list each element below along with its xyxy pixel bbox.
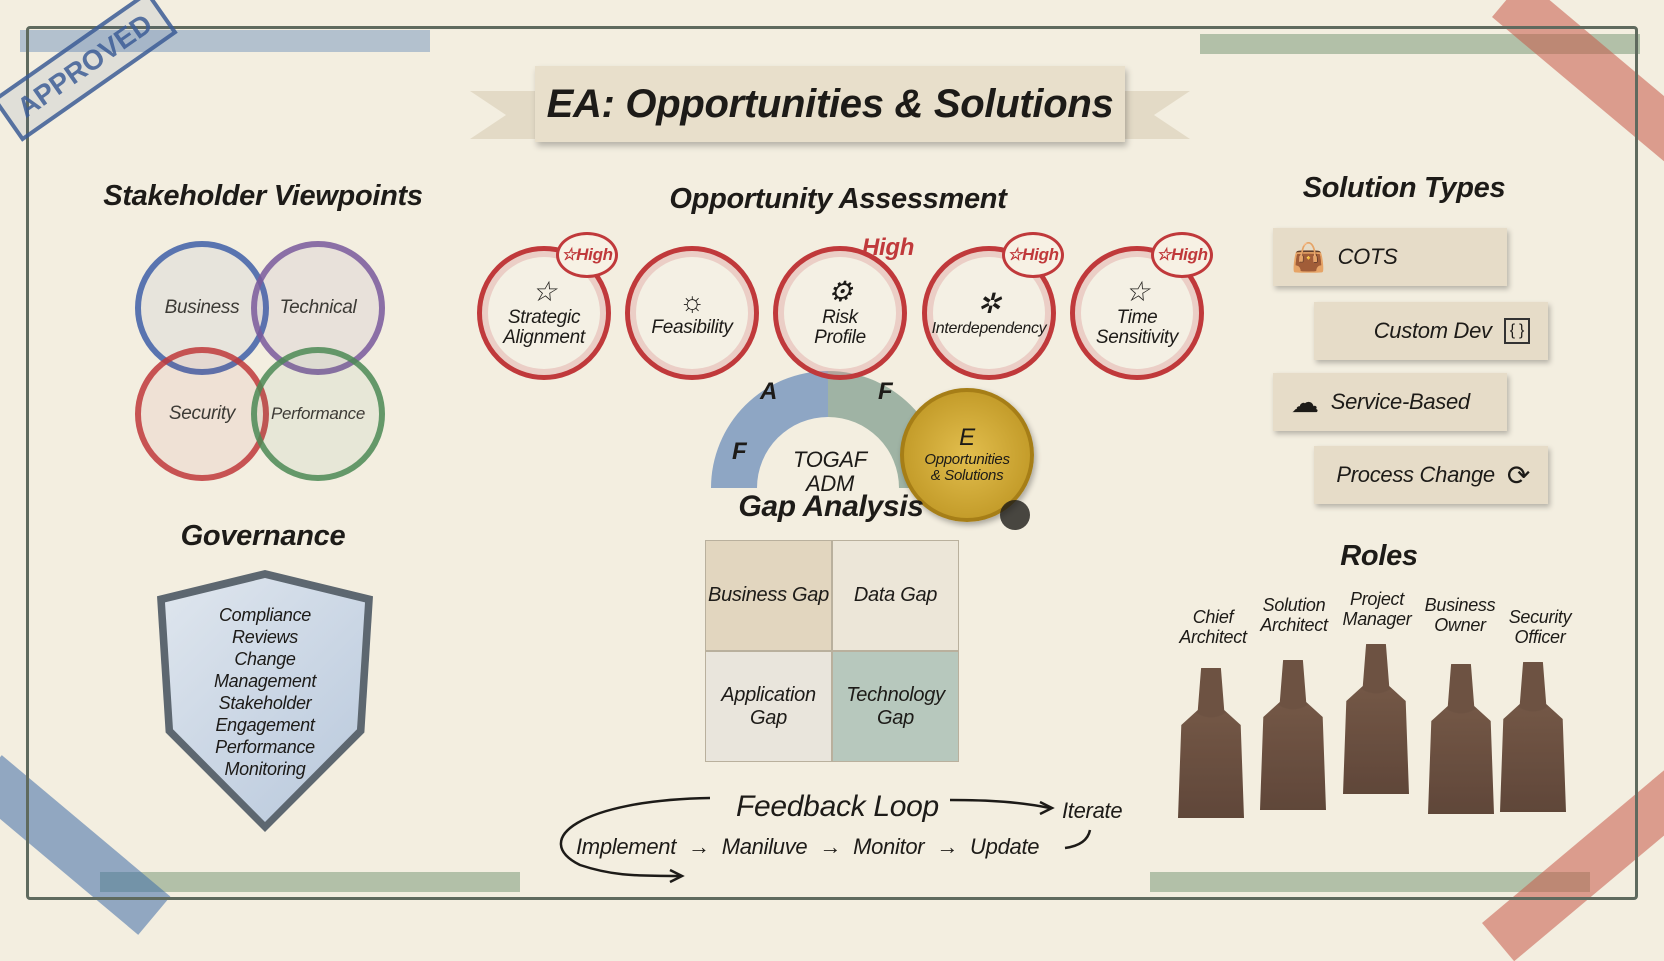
solution-label: Service-Based xyxy=(1330,389,1470,414)
opportunity-label: Time Sensitivity xyxy=(1095,306,1179,349)
governance-line: Engagement xyxy=(215,715,315,735)
adm-phase-f: F xyxy=(878,378,893,405)
role-label: Solution Architect xyxy=(1260,595,1328,635)
arrow-icon: → xyxy=(819,834,842,859)
star-icon: ☆ xyxy=(1124,275,1150,307)
opportunity-risk-profile: ⚙Risk Profile xyxy=(773,246,907,380)
priority-badge: ☆High xyxy=(1002,232,1064,278)
tape xyxy=(20,30,430,52)
feedback-step: Update xyxy=(970,834,1040,859)
star-icon: ☆ xyxy=(531,275,557,307)
governance-line: Change xyxy=(234,649,296,669)
solution-label: COTS xyxy=(1337,244,1398,269)
puzzle-technology-gap: Technology Gap xyxy=(832,651,959,762)
puzzle-business-gap: Business Gap xyxy=(705,540,832,651)
adm-phase-f2: F xyxy=(732,438,747,465)
ink-blot xyxy=(1000,500,1030,530)
opportunity-label: Strategic Alignment xyxy=(503,306,585,349)
tape xyxy=(1150,872,1590,892)
cycle-arrows-icon: ⟳ xyxy=(1506,459,1530,491)
puzzle-application-gap: Application Gap xyxy=(705,651,832,762)
governance-line: Performance xyxy=(215,737,315,757)
feedback-step: Implement xyxy=(576,834,677,859)
governance-line: Compliance xyxy=(218,605,312,625)
puzzle-data-gap: Data Gap xyxy=(832,540,959,651)
feedback-steps: Implement → Maniluve → Monitor → Update xyxy=(576,834,1040,860)
adm-phase-a: A xyxy=(760,378,778,405)
feedback-loop-title: Feedback Loop xyxy=(736,790,939,823)
solution-label: Process Change xyxy=(1336,462,1495,487)
feedback-step: Iterate xyxy=(1062,798,1123,823)
roles-title: Roles xyxy=(1340,540,1418,572)
solution-card-custom-dev: Custom Dev { } xyxy=(1314,302,1548,360)
assessment-title: Opportunity Assessment xyxy=(669,183,1007,215)
cloud-icon: ☁ xyxy=(1291,386,1319,418)
role-label: Chief Architect xyxy=(1179,607,1247,647)
opportunity-strategic-alignment: ☆Strategic Alignment xyxy=(477,246,611,380)
feedback-arrows xyxy=(559,796,1092,884)
governance-line: Management xyxy=(213,671,317,691)
role-label: Security Officer xyxy=(1508,607,1572,647)
opportunity-feasibility: ☼Feasibility xyxy=(625,246,759,380)
tape xyxy=(100,872,520,892)
solution-card-process-change: Process Change ⟳ xyxy=(1314,446,1548,504)
wax-seal: E Opportunities & Solutions xyxy=(900,388,1034,522)
venn-performance: Performance xyxy=(251,347,385,481)
role-label: Business Owner xyxy=(1424,595,1496,635)
feedback-step: Monitor xyxy=(853,834,925,859)
governance-title: Governance xyxy=(180,520,346,552)
seal-letter: E xyxy=(959,424,975,452)
opportunity-label: Feasibility xyxy=(651,316,733,338)
arrow-icon: → xyxy=(936,834,959,859)
solution-label: Custom Dev xyxy=(1373,318,1492,343)
priority-badge: ☆High xyxy=(556,232,618,278)
priority-badge: ☆High xyxy=(1151,232,1213,278)
adm-label-line: ADM xyxy=(806,471,854,497)
shopping-bag-icon: 👜 xyxy=(1291,241,1326,273)
governance-line: Reviews xyxy=(232,627,298,647)
page-title: EA: Opportunities & Solutions xyxy=(535,66,1125,142)
frame xyxy=(26,26,1638,900)
arrow-icon: → xyxy=(688,834,710,859)
gear-icon: ⚙ xyxy=(827,275,853,307)
feedback-step: Maniluve xyxy=(721,834,808,859)
solution-card-cots: 👜 COTS xyxy=(1273,228,1507,286)
governance-line: Monitoring xyxy=(224,759,306,779)
adm-label: TOGAF ADM xyxy=(790,447,870,497)
stakeholder-title: Stakeholder Viewpoints xyxy=(103,180,423,212)
puzzle-icon: ✲ xyxy=(977,287,1001,319)
seal-text: Opportunities & Solutions xyxy=(924,450,1010,485)
venn-security: Security xyxy=(135,347,269,481)
role-label: Project Manager xyxy=(1342,589,1412,629)
opportunity-label: Risk Profile xyxy=(814,306,866,349)
opportunity-label: Interdependency xyxy=(931,319,1047,337)
code-window-icon: { } xyxy=(1503,318,1530,344)
lightbulb-icon: ☼ xyxy=(679,286,705,318)
solution-types-title: Solution Types xyxy=(1302,172,1506,204)
solution-card-service-based: ☁ Service-Based xyxy=(1273,373,1507,431)
adm-label-line: TOGAF xyxy=(793,447,867,472)
gap-analysis-title: Gap Analysis xyxy=(738,490,924,523)
priority-badge: High xyxy=(862,234,915,261)
governance-line: Stakeholder xyxy=(218,693,312,713)
